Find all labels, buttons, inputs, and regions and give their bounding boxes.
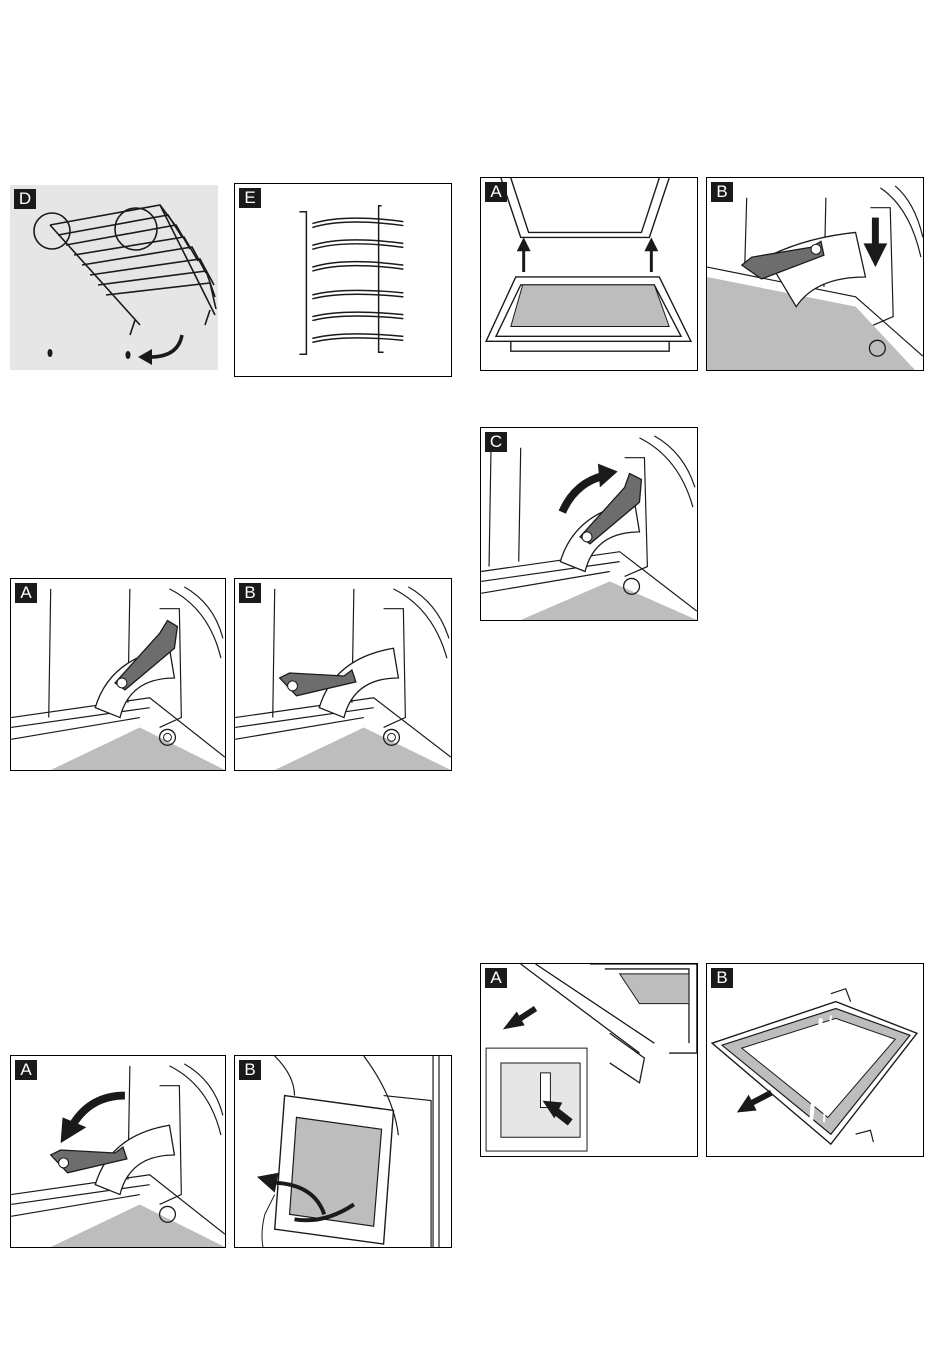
panel-label: A bbox=[485, 968, 507, 988]
panel-label: D bbox=[14, 189, 36, 209]
cover-release-drawing bbox=[481, 964, 697, 1156]
panel-label: B bbox=[239, 1060, 261, 1080]
illustration-hinge-push-down: B bbox=[706, 177, 924, 371]
door-lift-drawing bbox=[235, 1056, 451, 1247]
illustration-glass-slide-out: B bbox=[706, 963, 924, 1157]
illustration-hinge-lever-closed: A bbox=[10, 578, 226, 771]
illustration-door-lift-out: B bbox=[234, 1055, 452, 1248]
illustration-rack-front: E bbox=[234, 183, 452, 377]
hinge-push-drawing bbox=[707, 178, 923, 370]
hinge-open-drawing bbox=[235, 579, 451, 770]
glass-slide-drawing bbox=[707, 964, 923, 1156]
rack-front-drawing bbox=[235, 184, 451, 376]
panel-label: E bbox=[239, 188, 261, 208]
panel-label: B bbox=[711, 182, 733, 202]
panel-label: B bbox=[239, 583, 261, 603]
illustration-hinge-lever-open: B bbox=[234, 578, 452, 771]
panel-label: C bbox=[485, 432, 507, 452]
panel-label: B bbox=[711, 968, 733, 988]
hinge-closed-drawing bbox=[11, 579, 225, 770]
panel-label: A bbox=[485, 182, 507, 202]
hinge-fold-drawing bbox=[11, 1056, 225, 1247]
illustration-door-cover-release: A bbox=[480, 963, 698, 1157]
rack-removal-drawing bbox=[10, 185, 218, 370]
panel-label: A bbox=[15, 1060, 37, 1080]
illustration-rack-removal: D bbox=[10, 185, 218, 370]
illustration-hinge-fold-down: A bbox=[10, 1055, 226, 1248]
hinge-close-drawing bbox=[481, 428, 697, 620]
illustration-door-refit: A bbox=[480, 177, 698, 371]
illustration-hinge-close: C bbox=[480, 427, 698, 621]
panel-label: A bbox=[15, 583, 37, 603]
door-refit-drawing bbox=[481, 178, 697, 370]
